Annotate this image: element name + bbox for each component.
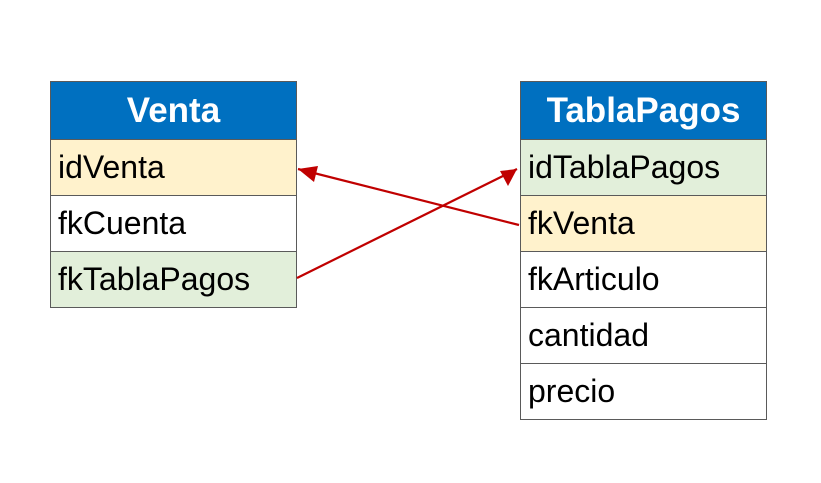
relation-arrow-fktablapagos-to-idtablapagos [296, 168, 518, 279]
venta-table: Venta idVenta fkCuenta fkTablaPagos [50, 81, 297, 308]
field-cantidad: cantidad [521, 308, 766, 364]
relation-arrow-fkventa-to-idventa [297, 167, 520, 227]
arrowhead-idtablapagos [500, 169, 517, 186]
field-fkcuenta: fkCuenta [51, 196, 296, 252]
field-idtablapagos: idTablaPagos [521, 140, 766, 196]
arrowhead-idventa [298, 166, 318, 182]
field-fktablapagos: fkTablaPagos [51, 252, 296, 308]
venta-table-title: Venta [51, 82, 296, 140]
field-idventa: idVenta [51, 140, 296, 196]
tablapagos-table: TablaPagos idTablaPagos fkVenta fkArticu… [520, 81, 767, 420]
field-fkarticulo: fkArticulo [521, 252, 766, 308]
field-fkventa: fkVenta [521, 196, 766, 252]
field-precio: precio [521, 364, 766, 420]
tablapagos-table-title: TablaPagos [521, 82, 766, 140]
